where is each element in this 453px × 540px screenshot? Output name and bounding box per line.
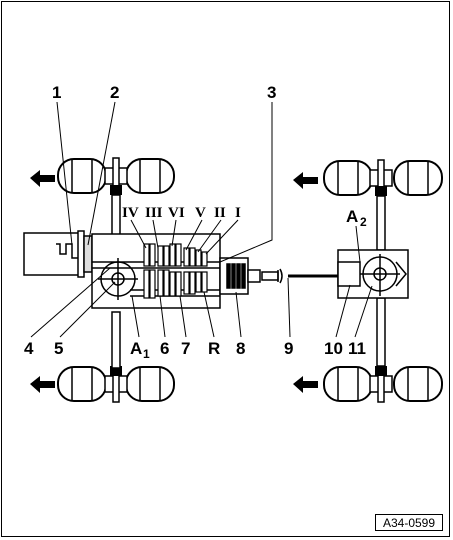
label-8: 8 [236, 339, 245, 358]
gear-set [143, 243, 208, 299]
label-r: R [208, 339, 220, 358]
front-top-wheel-assembly [57, 157, 175, 195]
rear-bottom-wheel-assembly [323, 365, 443, 403]
rear-top-wheel-assembly [323, 159, 443, 197]
label-a1-sub: 1 [143, 347, 150, 361]
gear-label-1: I [235, 205, 241, 221]
gear-label-5: V [195, 205, 206, 221]
gear-label-2: II [214, 205, 226, 221]
label-a2: A [346, 207, 358, 226]
label-7: 7 [181, 339, 190, 358]
transfer-unit [219, 257, 249, 295]
callout-labels: 1 2 3 4 5 A 1 6 7 R 8 9 10 11 A 2 [24, 83, 367, 361]
gear-labels: IV III VI V II I [122, 205, 241, 221]
label-3: 3 [267, 83, 276, 102]
rear-differential [337, 249, 409, 299]
label-11: 11 [348, 339, 366, 358]
label-9: 9 [284, 339, 293, 358]
gear-label-6: VI [168, 205, 185, 221]
leader-lines [30, 101, 373, 338]
label-2: 2 [110, 83, 119, 102]
label-4: 4 [24, 339, 34, 358]
reference-code: A34-0599 [375, 514, 443, 531]
front-bottom-wheel-assembly [57, 365, 175, 403]
label-10: 10 [324, 339, 343, 358]
propeller-shaft [247, 268, 340, 284]
gear-label-4: IV [122, 205, 139, 221]
label-1: 1 [52, 83, 61, 102]
forward-arrow-icon [30, 170, 318, 393]
label-a1: A [130, 339, 142, 358]
label-5: 5 [54, 339, 63, 358]
label-6: 6 [160, 339, 169, 358]
engine-block [23, 230, 93, 278]
gear-label-3: III [145, 205, 163, 221]
gearbox-housing [91, 233, 221, 309]
label-a2-sub: 2 [360, 215, 367, 229]
